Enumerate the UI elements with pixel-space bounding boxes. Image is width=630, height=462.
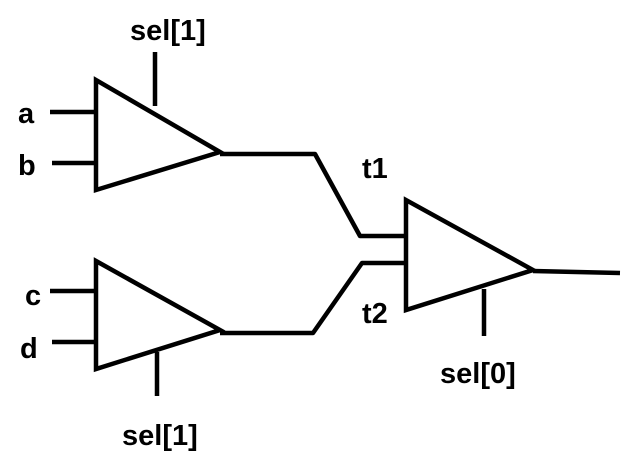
mux-final-body bbox=[403, 196, 539, 314]
mux-final-select-label: sel[0] bbox=[440, 358, 516, 390]
output-wire bbox=[532, 268, 621, 276]
input-d-label: d bbox=[20, 333, 38, 365]
signal-t2-label: t2 bbox=[362, 298, 388, 330]
input-a-label: a bbox=[18, 98, 35, 130]
mux-bottom-body bbox=[93, 257, 226, 373]
input-b-label: b bbox=[18, 150, 36, 182]
mux-final: sel[0] bbox=[403, 196, 621, 390]
wire-t1 bbox=[220, 151, 405, 239]
wire-t2 bbox=[220, 260, 405, 336]
mux-top: a b sel[1] bbox=[18, 15, 226, 194]
mux-bottom: c d sel[1] bbox=[20, 257, 226, 452]
signal-t1-label: t1 bbox=[362, 153, 388, 185]
mux-top-select-label: sel[1] bbox=[130, 15, 206, 47]
mux-bottom-select-label: sel[1] bbox=[122, 420, 198, 452]
input-c-label: c bbox=[25, 280, 41, 312]
mux-top-body bbox=[93, 76, 226, 194]
